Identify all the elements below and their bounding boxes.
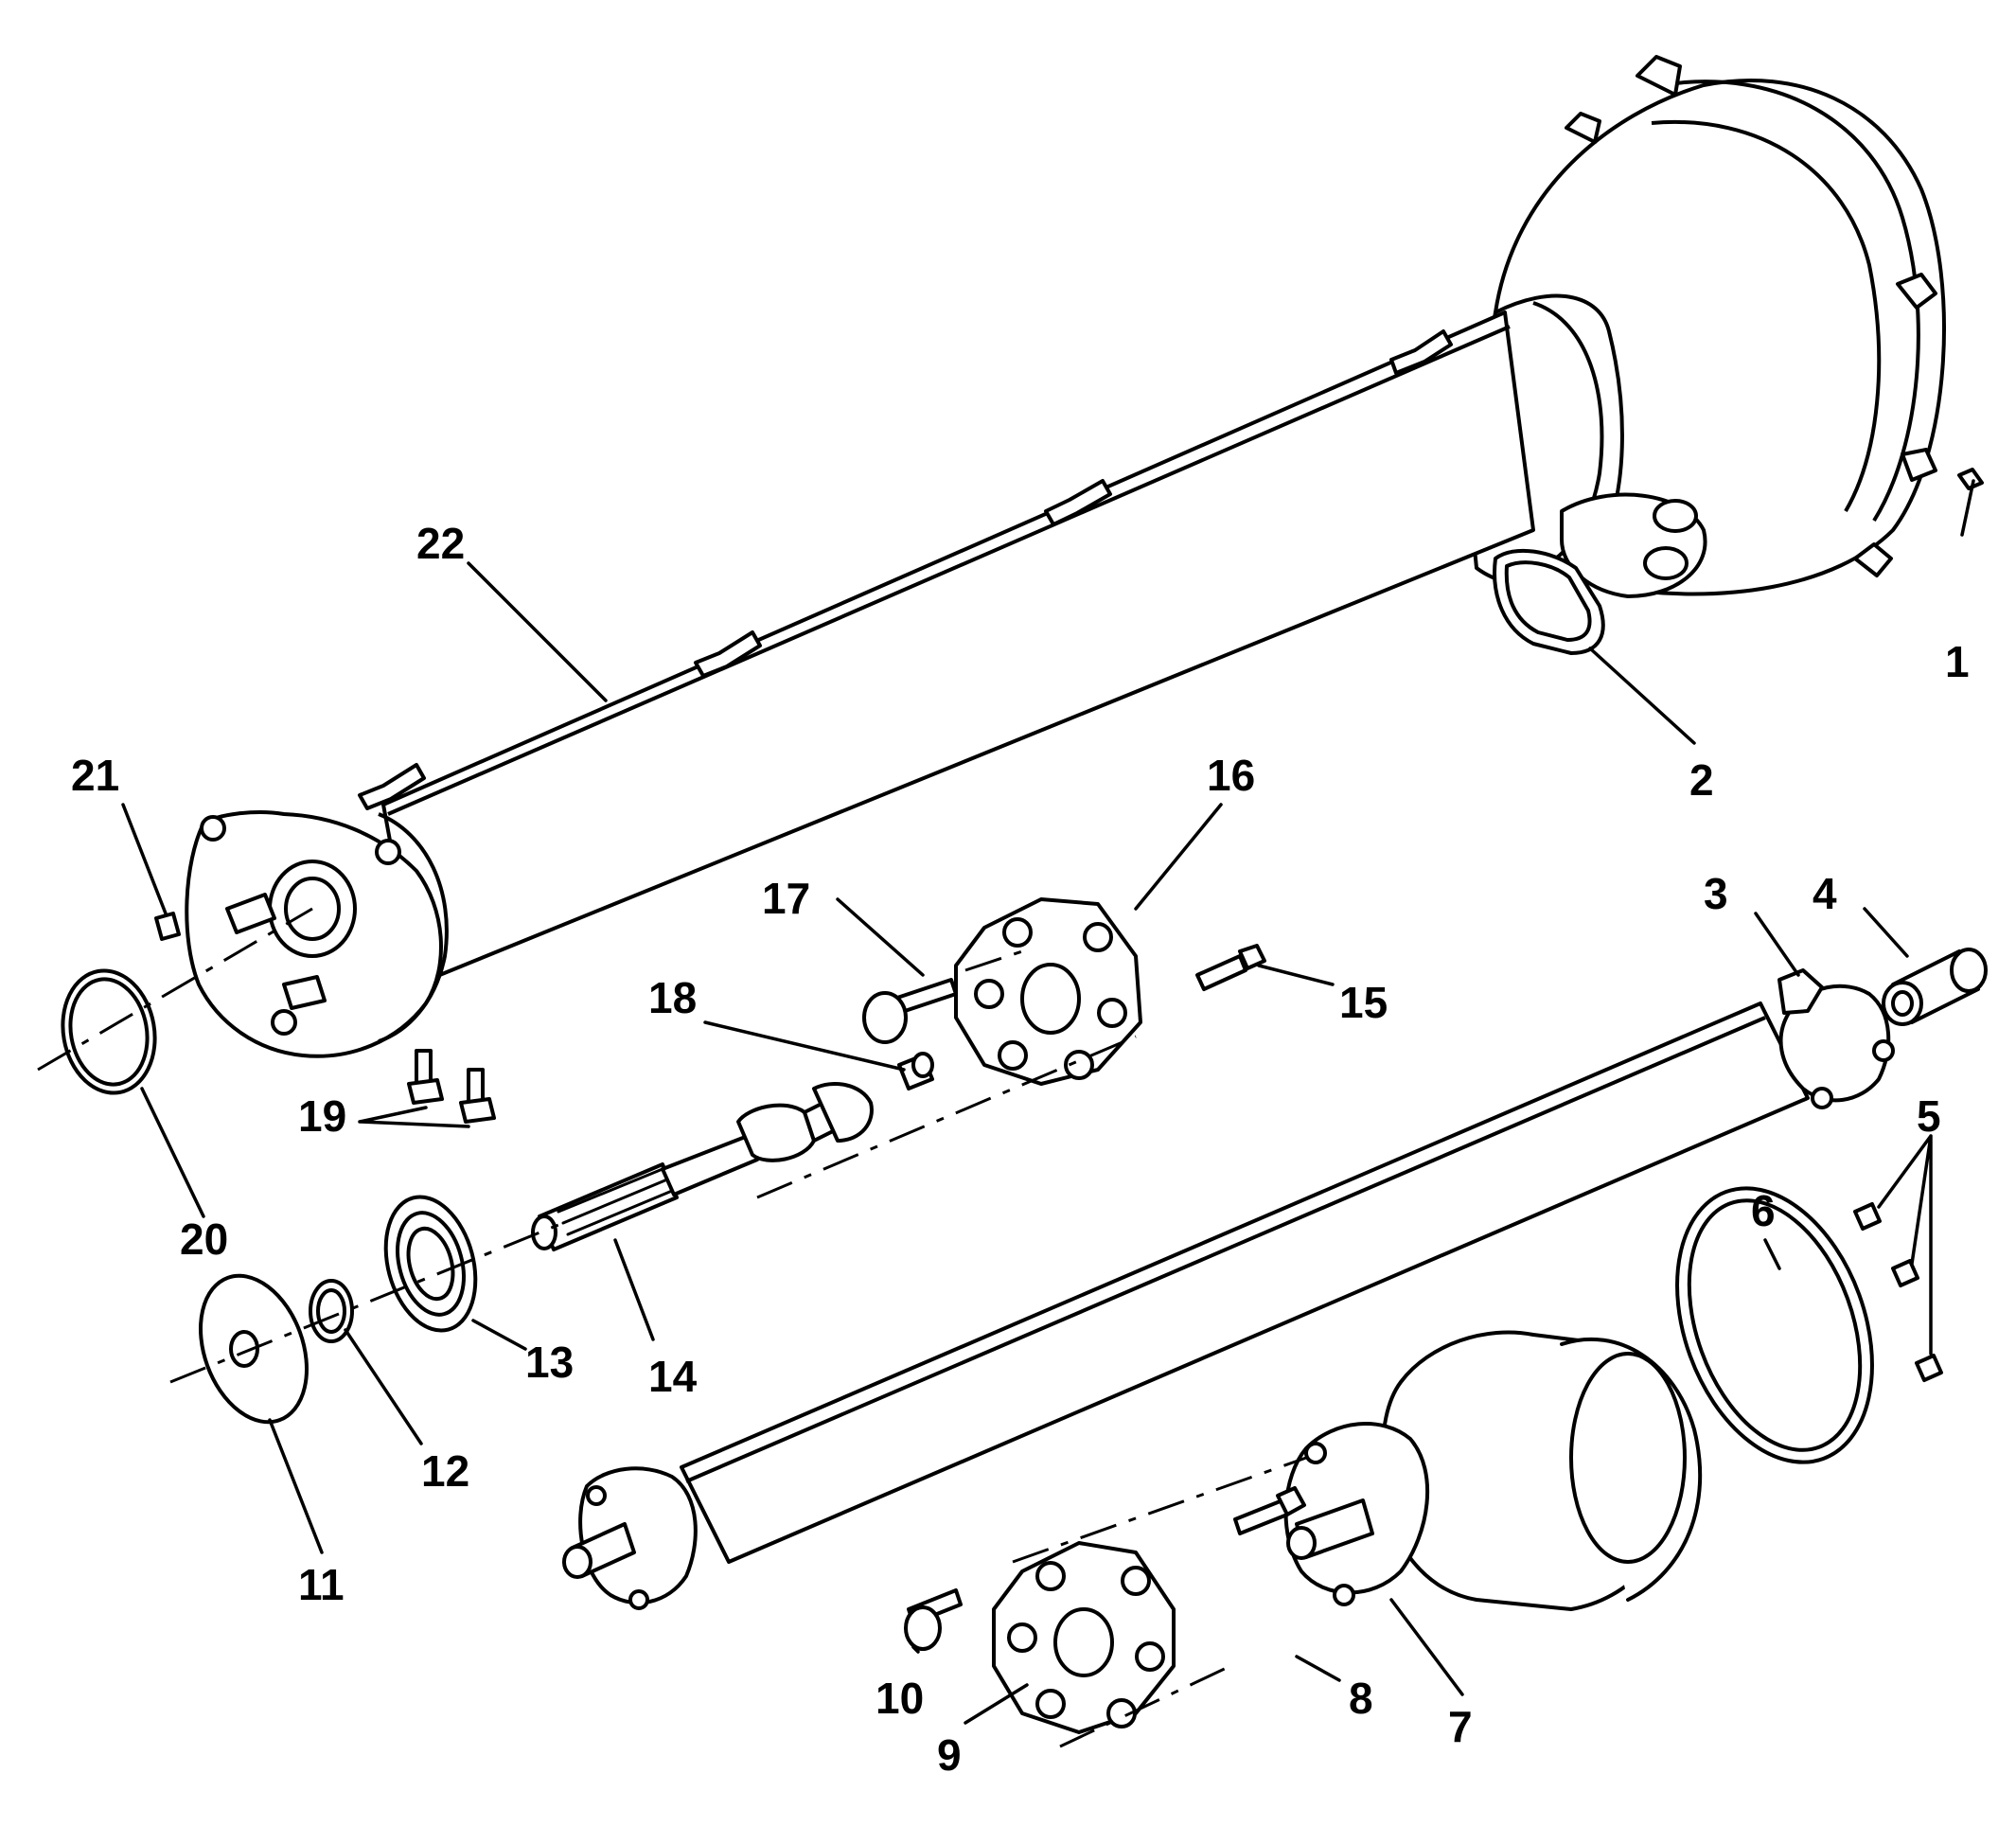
part-1-bolt	[1957, 468, 1984, 490]
part-13-bearing	[383, 1195, 478, 1333]
part-14-splined-shaft	[531, 1082, 874, 1251]
part-7-carrier	[1283, 1330, 1703, 1611]
part-2-gasket	[1493, 548, 1605, 655]
callout-6: 6	[1751, 1186, 1776, 1235]
callout-17: 17	[762, 874, 810, 923]
part-5-bolts	[1853, 1202, 1943, 1382]
callout-1: 1	[1945, 637, 1970, 686]
callout-19: 19	[298, 1091, 346, 1141]
part-15-bolt	[1195, 944, 1266, 991]
callout-10: 10	[875, 1674, 924, 1723]
callout-11: 11	[298, 1560, 345, 1609]
part-16-flex-coupling	[954, 897, 1142, 1086]
part-17-bolt	[862, 978, 958, 1044]
callout-22: 22	[416, 519, 465, 568]
part-19-bolts	[407, 1049, 496, 1124]
leader-lines	[121, 479, 1975, 1725]
callout-5: 5	[1917, 1091, 1941, 1141]
part-18-bushing	[897, 1052, 934, 1090]
part-6-snap-ring	[1675, 1186, 1874, 1464]
part-12-snap-ring	[309, 1279, 354, 1343]
callout-16: 16	[1207, 751, 1255, 800]
callout-20: 20	[180, 1214, 228, 1264]
part-20-o-ring	[61, 968, 157, 1095]
drive-shaft-assembly	[562, 984, 1895, 1610]
callout-18: 18	[648, 973, 697, 1022]
callout-8: 8	[1349, 1674, 1373, 1723]
part-4-bushing	[1882, 948, 1988, 1026]
callout-14: 14	[648, 1352, 698, 1401]
callout-12: 12	[421, 1446, 469, 1496]
part-9-flex-coupling	[992, 1541, 1176, 1734]
callout-7: 7	[1448, 1702, 1473, 1751]
centerlines	[37, 907, 1307, 1748]
callout-2: 2	[1689, 755, 1714, 805]
callout-15: 15	[1339, 978, 1388, 1027]
callout-21: 21	[71, 751, 119, 800]
callout-4: 4	[1813, 869, 1837, 918]
part-10-bolt	[904, 1588, 963, 1651]
part-8-bolt	[1233, 1486, 1306, 1535]
callout-labels: 1 2 3 4 5 6 7 8 9 10 11 12 13 14 15 16 1…	[71, 519, 1970, 1780]
part-3-flange	[1777, 968, 1824, 1015]
callout-13: 13	[525, 1338, 574, 1387]
callout-9: 9	[937, 1730, 962, 1780]
callout-3: 3	[1704, 869, 1728, 918]
